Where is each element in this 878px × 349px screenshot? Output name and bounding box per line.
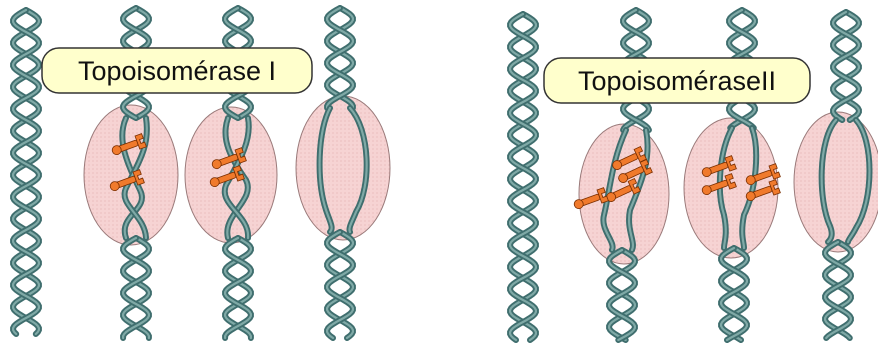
dna-double-helix-icon [123, 238, 149, 338]
label-topoisomerase-2: TopoisoméraseII [544, 58, 810, 103]
label-topoisomerase-1: Topoisomérase I [42, 48, 312, 93]
dna-double-helix-icon [825, 242, 851, 338]
dna-double-helix-icon [13, 10, 39, 334]
dna-double-helix-icon [833, 12, 859, 120]
label-text: TopoisoméraseII [578, 66, 776, 96]
dna-double-helix-icon [721, 248, 747, 340]
dna-double-helix-icon [225, 238, 251, 338]
dna-double-helix-icon [510, 14, 536, 340]
dna-double-helix-icon [327, 8, 353, 108]
enzyme-ellipse-icon [296, 96, 390, 240]
dna-double-helix-icon [327, 232, 353, 338]
label-text: Topoisomérase I [78, 56, 276, 86]
